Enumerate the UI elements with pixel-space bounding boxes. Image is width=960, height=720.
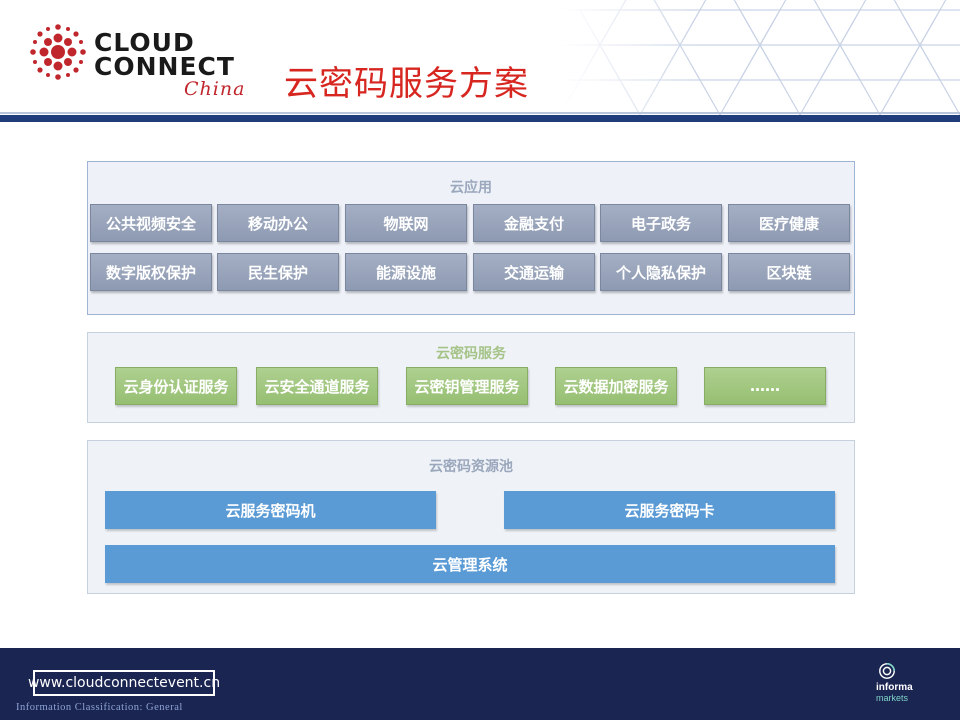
- cloud-connect-logo-icon: [30, 24, 86, 80]
- app-tile: 交通运输: [473, 253, 595, 291]
- crypto-services-panel: 云密码服务 云身份认证服务 云安全通道服务 云密钥管理服务 云数据加密服务 ……: [87, 332, 855, 423]
- app-tile: 移动办公: [217, 204, 339, 242]
- app-tile: 区块链: [728, 253, 850, 291]
- app-tile: 公共视频安全: [90, 204, 212, 242]
- service-tile: 云数据加密服务: [555, 367, 677, 405]
- app-tile: 电子政务: [600, 204, 722, 242]
- informa-logo-icon: [879, 662, 896, 679]
- logo-word-cloud: CLOUD: [94, 28, 195, 57]
- informa-brand: informa: [876, 682, 913, 693]
- management-system-tile: 云管理系统: [105, 545, 835, 583]
- informa-sub: markets: [876, 693, 909, 703]
- header-divider-thin: [0, 112, 960, 114]
- resource-pool-panel: 云密码资源池 云服务密码机 云服务密码卡 云管理系统: [87, 440, 855, 594]
- service-tile: 云安全通道服务: [256, 367, 378, 405]
- app-tile: 民生保护: [217, 253, 339, 291]
- crypto-services-title: 云密码服务: [436, 346, 506, 362]
- app-tile: 金融支付: [473, 204, 595, 242]
- app-tile: 个人隐私保护: [600, 253, 722, 291]
- service-tile: 云身份认证服务: [115, 367, 237, 405]
- resource-pool-title: 云密码资源池: [429, 459, 513, 475]
- slide-title: 云密码服务方案: [284, 64, 529, 104]
- triangle-pattern-icon: [560, 0, 960, 115]
- cloud-connect-logo: CLOUD CONNECT China: [28, 22, 258, 102]
- cloud-apps-title: 云应用: [450, 180, 492, 196]
- crypto-machine-tile: 云服务密码机: [105, 491, 436, 529]
- service-tile: 云密钥管理服务: [406, 367, 528, 405]
- footer: www.cloudconnectevent.cn Information Cla…: [0, 648, 960, 720]
- logo-word-connect: CONNECT: [94, 52, 235, 81]
- app-tile: 能源设施: [345, 253, 467, 291]
- classification-label: Information Classification: General: [16, 702, 183, 713]
- header-divider: [0, 115, 960, 122]
- website-link[interactable]: www.cloudconnectevent.cn: [28, 670, 220, 696]
- cloud-apps-panel: 云应用 公共视频安全 移动办公 物联网 金融支付 电子政务 医疗健康 数字版权保…: [87, 161, 855, 315]
- service-tile-more: ……: [704, 367, 826, 405]
- app-tile: 数字版权保护: [90, 253, 212, 291]
- crypto-card-tile: 云服务密码卡: [504, 491, 835, 529]
- app-tile: 医疗健康: [728, 204, 850, 242]
- logo-sub-china: China: [184, 78, 246, 100]
- app-tile: 物联网: [345, 204, 467, 242]
- informa-logo: informa markets: [872, 662, 922, 712]
